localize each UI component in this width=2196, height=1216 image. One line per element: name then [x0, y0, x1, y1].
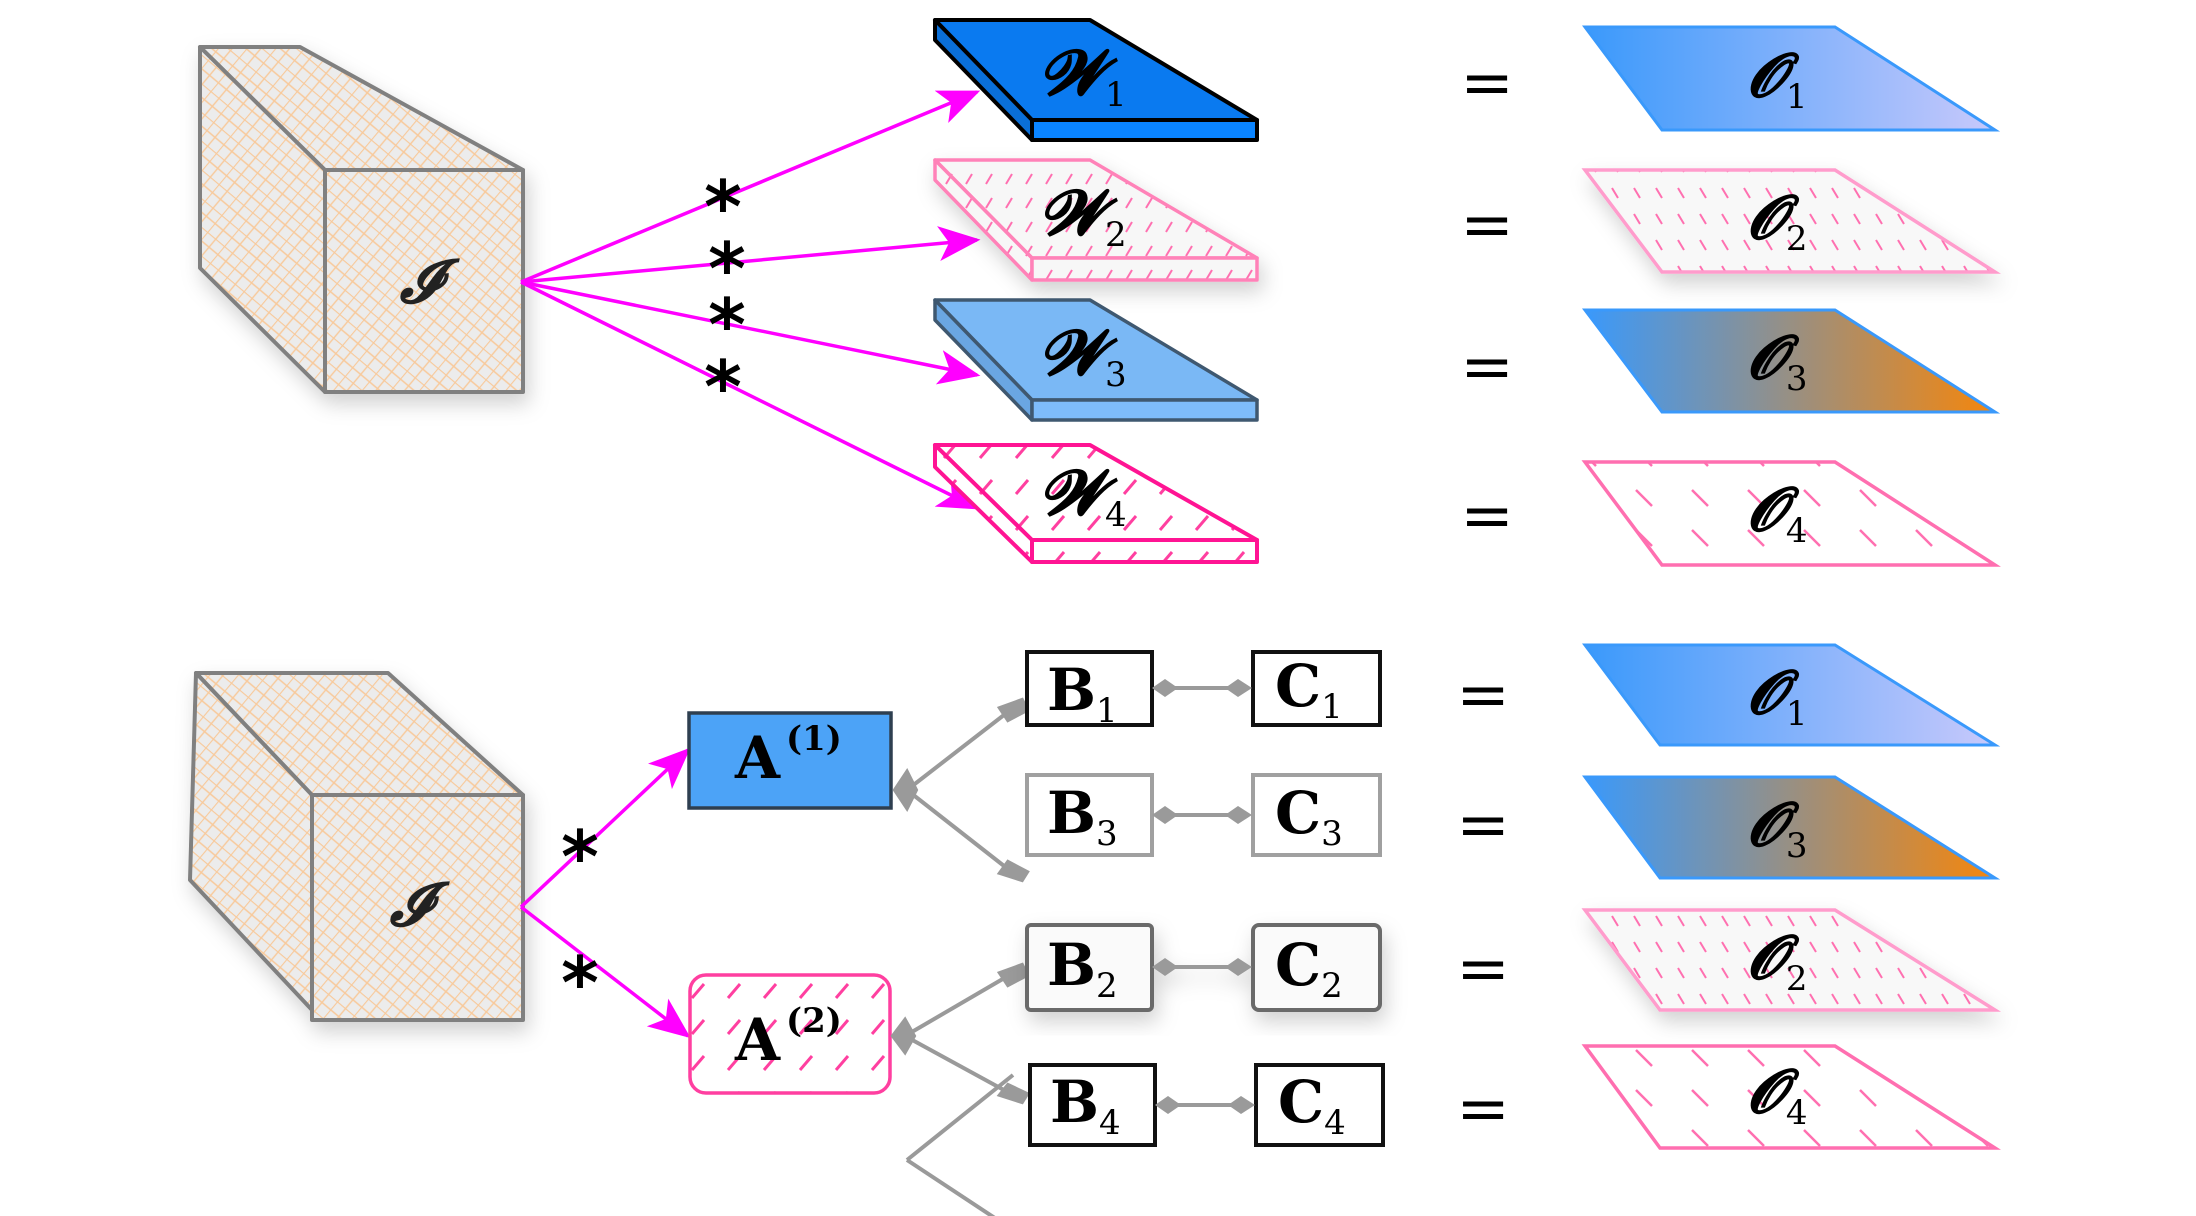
core-a1	[687, 711, 893, 810]
equals-sign: =	[1460, 46, 1514, 120]
equals-sign: =	[1460, 330, 1514, 404]
arrow-to-a2	[519, 905, 691, 1039]
output-o3-top	[1581, 308, 2001, 414]
output-o1-bottom	[1582, 643, 2001, 747]
output-o2-top	[1581, 168, 2002, 274]
conv-operator: *	[708, 227, 746, 311]
weight-slab-w1	[933, 18, 1259, 142]
factor-c3-label: C3	[1275, 779, 1343, 854]
factor-c2-label: C2	[1275, 931, 1343, 1006]
chain-b4-c4	[1028, 1063, 1385, 1147]
arrow-to-a1	[519, 747, 691, 909]
factor-b3-label: B3	[1047, 779, 1118, 854]
equals-sign: =	[1460, 188, 1514, 262]
output-o1-top	[1582, 25, 2001, 132]
output-o4-top	[1581, 460, 2001, 567]
equals-sign: =	[1456, 1072, 1510, 1146]
weight-slab-w2	[933, 158, 1259, 282]
bottom-arrows	[519, 747, 691, 1039]
equals-sign: =	[1456, 932, 1510, 1006]
tree-connectors-a2	[890, 962, 1030, 1105]
equals-sign: =	[1456, 788, 1510, 862]
core-a2	[688, 973, 892, 1095]
conv-operator: *	[561, 815, 599, 899]
tree-connectors	[892, 697, 1030, 1216]
core-a1-label: A(1)	[734, 719, 842, 792]
conv-operator: *	[561, 941, 599, 1025]
arrow-to-w4	[520, 280, 981, 510]
input-tensor-cube-top	[198, 45, 525, 394]
factor-b4-label: B4	[1050, 1068, 1121, 1143]
input-tensor-cube-bottom	[188, 671, 525, 1022]
factor-c4-label: C4	[1278, 1068, 1346, 1143]
output-o4-bottom	[1581, 1044, 2002, 1150]
chain-b3-c3	[1025, 773, 1382, 857]
equals-sign: =	[1456, 658, 1510, 732]
factor-c1-label: C1	[1275, 652, 1343, 727]
chain-b1-c1	[1025, 650, 1382, 727]
conv-operator: *	[704, 165, 742, 249]
top-arrows	[520, 90, 981, 510]
chain-b2-c2	[1025, 923, 1382, 1012]
weight-slab-w3	[933, 298, 1259, 422]
conv-operator: *	[708, 283, 746, 367]
factor-b2-label: B2	[1047, 931, 1118, 1006]
output-o3-bottom	[1582, 775, 2001, 880]
equals-sign: =	[1460, 479, 1514, 553]
arrow-to-w1	[520, 90, 981, 284]
weight-slab-w4	[933, 443, 1259, 564]
factor-b1-label: B1	[1047, 656, 1118, 731]
arrow-to-w3	[520, 280, 981, 385]
output-o2-bottom	[1581, 908, 2002, 1012]
conv-operator: *	[704, 345, 742, 429]
arrow-to-w2	[520, 226, 981, 284]
core-a2-label: A(2)	[734, 1001, 842, 1074]
